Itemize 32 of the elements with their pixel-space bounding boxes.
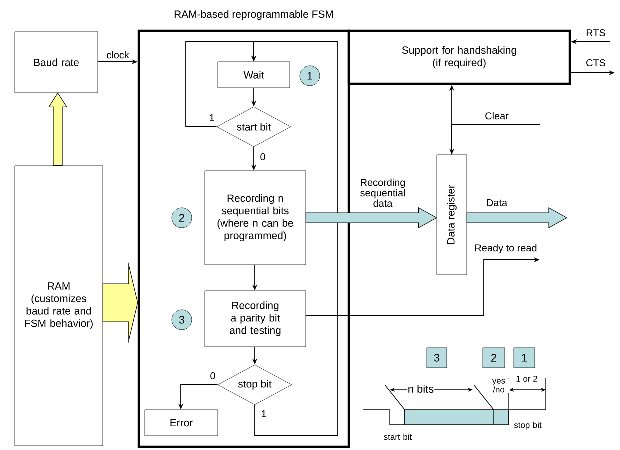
process-box: Recording n sequential bits (where n can be programmed) [204,170,306,266]
number-box: 3 [426,348,448,368]
register-box: Data register [436,154,468,276]
process-box: Error [144,410,218,436]
edge-label: 1 [260,410,268,418]
dimension-label: n bits [407,384,435,394]
process-box: RAM (customizes baud rate and FSM behavior) [14,166,104,446]
number-box: 1 [514,348,536,368]
process-box: Wait [218,62,290,88]
bit-label: start bit [382,433,414,441]
dimension-label: 1 or 2 [516,376,538,382]
edge-label: RTS [586,28,606,38]
edge-label: Recording sequential data [354,178,412,208]
block-arrow [306,207,438,228]
bit-label: stop bit [512,422,544,430]
block-arrow [48,92,68,166]
handshake-box: Support for handshaking (if required) [348,30,572,86]
process-box: Recording a parity bit and testing [204,290,306,348]
edge-label: 0 [210,372,216,380]
process-box: Baud rate [14,32,98,94]
block-arrow [102,262,138,344]
bit-label: yes /no [488,378,510,394]
edge-label: 1 [208,114,216,122]
block-arrow [466,207,568,228]
edge-label: clock [106,50,130,60]
number-box: 2 [482,348,506,368]
edge-label: 0 [260,152,266,162]
frame-title: RAM-based reprogrammable FSM [174,10,334,20]
edge-label: Clear [484,112,510,120]
edge-label: Data [486,199,508,207]
edge-label: CTS [586,58,606,68]
edge-label: Ready to read [474,244,538,254]
